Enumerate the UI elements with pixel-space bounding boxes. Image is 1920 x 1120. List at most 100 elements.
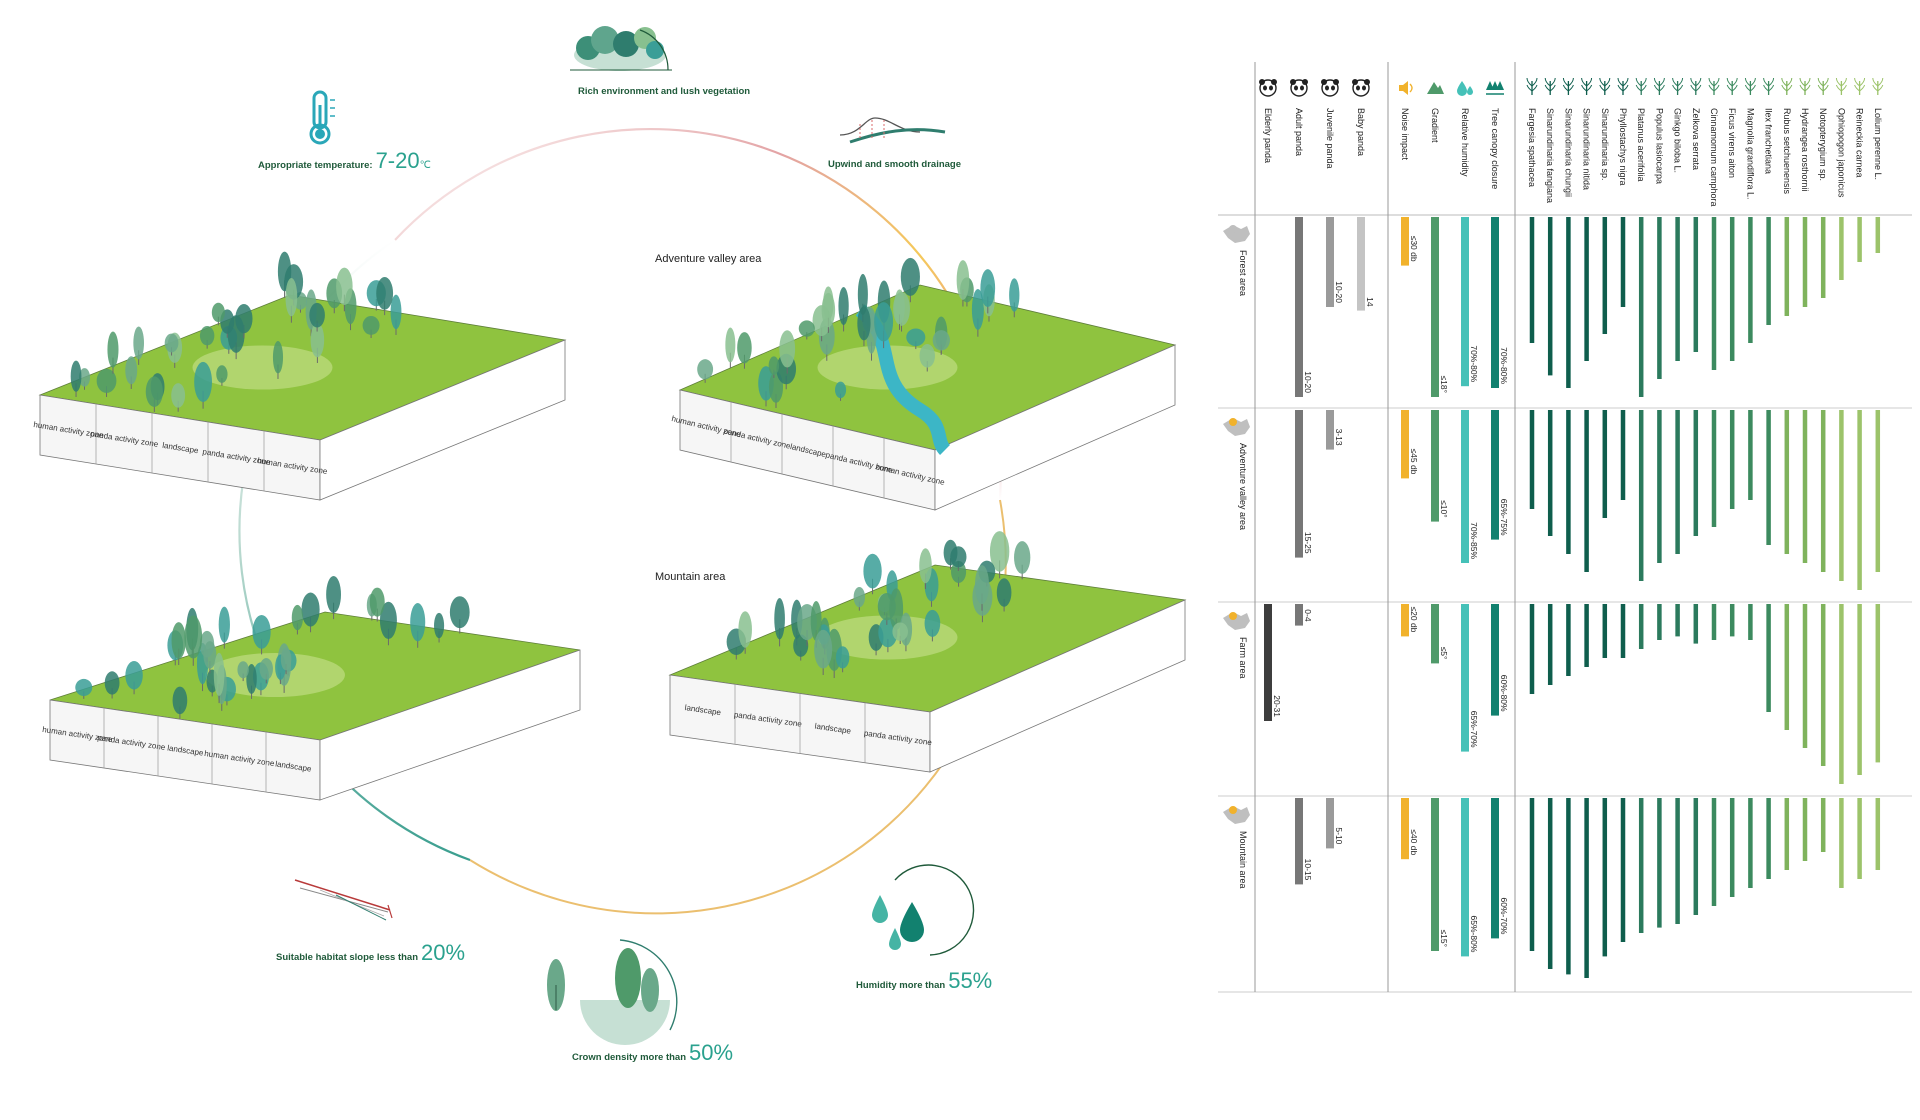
tree-canopy: [194, 361, 213, 403]
tree-canopy: [900, 257, 920, 296]
plant-icon: [1763, 77, 1775, 95]
tree-canopy: [104, 671, 120, 695]
tree-canopy: [285, 277, 298, 317]
bar-value-label: 14: [1365, 297, 1375, 307]
bar: [1491, 604, 1499, 716]
tree-canopy: [857, 273, 868, 316]
tree-canopy: [798, 320, 815, 337]
tree-canopy: [779, 330, 796, 368]
tree-canopy: [246, 664, 257, 694]
bar-value-label: ≤15°: [1439, 929, 1449, 947]
column-header: Reineckia carnea: [1855, 108, 1865, 178]
bar: [1711, 410, 1717, 527]
plant-icon: [1872, 77, 1884, 95]
bar: [1602, 604, 1608, 658]
tree-canopy: [932, 330, 950, 351]
area-map-icon: [1223, 225, 1250, 243]
adventure-valley-title: Adventure valley area: [655, 253, 762, 265]
bar-value-label: ≤5°: [1439, 647, 1449, 660]
bar: [1857, 217, 1862, 262]
tree-canopy: [989, 531, 1010, 572]
tree-canopy: [272, 340, 284, 374]
tree-canopy: [237, 661, 249, 679]
row-label: Adventure valley area: [1238, 443, 1248, 530]
column-header: Gradient: [1430, 108, 1440, 143]
tree-canopy: [889, 588, 904, 631]
column-header: Elderly panda: [1263, 108, 1273, 163]
bar: [1295, 604, 1303, 626]
bar: [1820, 410, 1826, 572]
tree-canopy: [894, 289, 905, 325]
bar: [1839, 604, 1844, 784]
block-side: [319, 649, 581, 801]
bar: [1802, 410, 1808, 563]
bar: [1657, 217, 1662, 379]
bar: [1461, 798, 1469, 957]
bar: [1547, 604, 1553, 685]
bar-value-label: 70%-80%: [1499, 347, 1509, 384]
plant-icon: [1708, 77, 1720, 95]
bar: [1820, 217, 1826, 298]
sound-icon: [1399, 81, 1413, 95]
block-side: [929, 599, 1186, 773]
bar: [1839, 217, 1844, 280]
bar-value-label: 5-10: [1334, 827, 1344, 844]
bar: [1401, 217, 1409, 266]
area-map-icon: [1223, 418, 1250, 436]
bar-value-label: 65%-80%: [1469, 916, 1479, 953]
humidity-icon: [872, 864, 975, 956]
tree-canopy: [835, 646, 850, 669]
tree-canopy: [291, 604, 304, 631]
bar: [1620, 604, 1626, 658]
tree-canopy: [172, 686, 188, 715]
tree-canopy: [974, 565, 989, 605]
plant-icon: [1581, 77, 1593, 95]
tree-canopy: [252, 614, 271, 649]
tree-canopy: [376, 277, 394, 310]
drainage-icon: [839, 117, 946, 144]
temperature-unit: ℃: [420, 160, 431, 171]
bar: [1638, 604, 1644, 649]
column-header: Cinnamomum camphora: [1709, 108, 1719, 207]
column-header: Noise impact: [1400, 108, 1410, 161]
bar: [1784, 604, 1790, 730]
tree-canopy: [906, 328, 926, 347]
bar: [1602, 217, 1608, 334]
bar-value-label: 0-4: [1303, 609, 1313, 622]
bar-value-label: 65%-75%: [1499, 499, 1509, 536]
bar: [1529, 604, 1535, 694]
bar: [1675, 217, 1680, 361]
tree-canopy: [996, 578, 1012, 607]
column-header: Adult panda: [1294, 108, 1304, 156]
column-header: Phyllostachys nigra: [1618, 108, 1628, 186]
bar-value-label: ≤18°: [1439, 375, 1449, 393]
tree-canopy: [434, 612, 445, 639]
tree-canopy: [369, 587, 385, 617]
bar: [1748, 798, 1753, 888]
bar: [1529, 217, 1535, 343]
bar: [1431, 604, 1439, 664]
column-header: Juvenile panda: [1325, 108, 1335, 169]
tree-canopy: [199, 325, 215, 346]
bar: [1620, 798, 1626, 942]
bar: [1693, 604, 1699, 644]
bar: [1326, 798, 1334, 849]
bar: [1401, 798, 1409, 860]
temperature-value: 7-20: [376, 148, 420, 173]
humidity-value: 55%: [948, 968, 992, 993]
bar: [1326, 410, 1334, 450]
bar: [1784, 798, 1790, 870]
tree-canopy: [774, 598, 785, 640]
meadow-patch: [192, 345, 333, 390]
bar: [1566, 798, 1571, 975]
tree-canopy: [96, 368, 117, 393]
bar: [1491, 798, 1499, 939]
tree-canopy: [235, 304, 253, 334]
temperature-condition: Appropriate temperature:7-20℃: [258, 148, 431, 173]
tree-canopy: [410, 602, 426, 642]
